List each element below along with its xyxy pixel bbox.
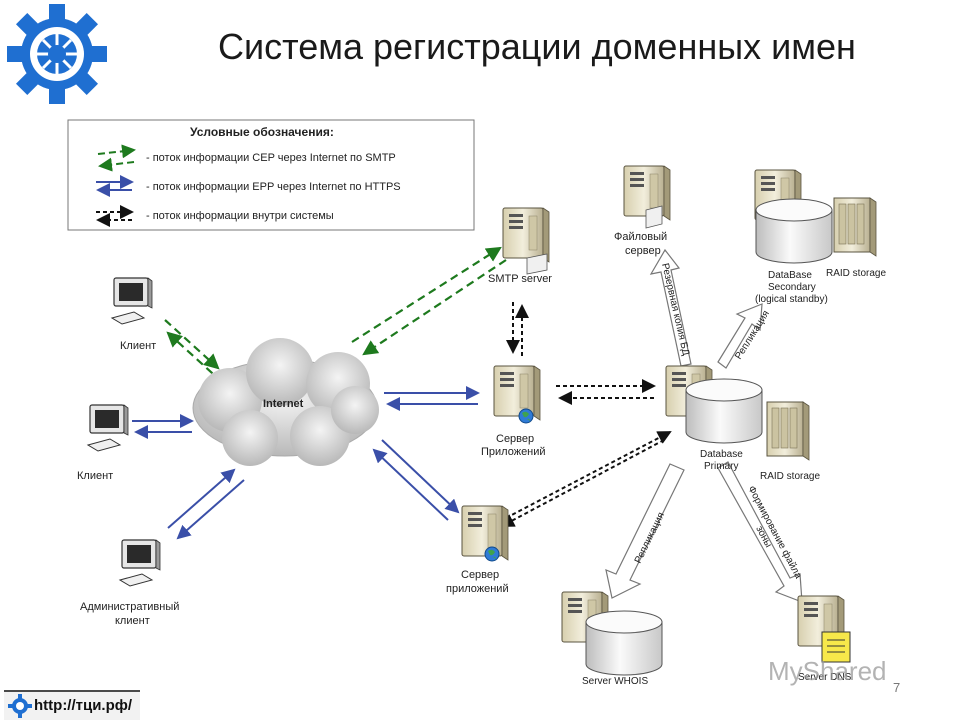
client-1-label: Клиент (120, 340, 156, 352)
admin-client-label-2: клиент (115, 615, 150, 627)
server-icon (493, 365, 541, 421)
db-secondary-label-1: DataBase (768, 270, 812, 281)
footer-url-bar: http://тци.рф/ (4, 690, 140, 720)
app-server-2-label-2: приложений (446, 583, 509, 595)
file-server (623, 165, 671, 229)
admin-client (119, 539, 161, 587)
app-server-1-label-1: Сервер (496, 433, 534, 445)
smtp-flows (164, 246, 507, 383)
watermark: MyShared (768, 656, 887, 686)
database-icon (755, 198, 833, 264)
globe-icon (518, 408, 534, 424)
footer-url-link[interactable]: http://тци.рф/ (34, 697, 133, 714)
computer-icon (119, 539, 161, 587)
https-flows (132, 386, 480, 540)
gear-logo-icon (7, 4, 107, 104)
computer-icon (87, 404, 129, 452)
zone-file-icon (821, 631, 851, 663)
internet-label: Internet (263, 398, 304, 410)
client-2 (87, 404, 129, 452)
hollow-arrows (605, 248, 803, 603)
smtp-server-label: SMTP server (488, 273, 552, 285)
legend: Условные обозначения: - поток информации… (67, 119, 475, 231)
backup-arrow-label: Резервная копия БД (659, 262, 691, 357)
client-1 (111, 277, 153, 325)
db-primary-label-1: Database (700, 449, 743, 460)
legend-item-smtp: - поток информации CEP через Internet по… (146, 152, 396, 164)
app-server-1 (493, 365, 541, 424)
computer-icon (111, 277, 153, 325)
db-primary (665, 365, 810, 461)
app-server-2-label-1: Сервер (461, 569, 499, 581)
raid-storage-1-label: RAID storage (826, 268, 886, 279)
page-number: 7 (893, 680, 901, 695)
app-server-1-label-2: Приложений (481, 446, 546, 458)
legend-item-internal: - поток информации внутри системы (146, 210, 334, 222)
whois-server-label: Server WHOIS (582, 676, 648, 687)
file-server-label-1: Файловый (614, 231, 667, 243)
raid-storage-icon (766, 401, 810, 461)
raid-storage-2-label: RAID storage (760, 471, 820, 482)
internal-flows (500, 302, 672, 527)
internet-cloud: Internet (192, 338, 379, 466)
file-server-label-2: сервер (625, 245, 661, 257)
db-secondary (754, 169, 877, 264)
slide-title: Система регистрации доменных имен (218, 26, 856, 67)
db-secondary-label-3: (logical standby) (755, 294, 828, 305)
dns-server (797, 595, 851, 663)
gear-icon (8, 694, 32, 718)
smtp-server (502, 207, 550, 275)
whois-server (561, 591, 663, 676)
dns-server-label: Server DNS (798, 672, 852, 683)
database-icon (685, 378, 763, 444)
globe-icon (484, 546, 500, 562)
database-icon (585, 610, 663, 676)
db-primary-label-2: Primary (704, 461, 738, 472)
server-icon (502, 207, 550, 263)
client-2-label: Клиент (77, 470, 113, 482)
legend-title: Условные обозначения: (190, 125, 334, 139)
app-server-2 (461, 505, 509, 562)
raid-storage-icon (833, 197, 877, 257)
legend-item-https: - поток информации EPP через Internet по… (146, 181, 401, 193)
admin-client-label-1: Административный (80, 601, 179, 613)
db-secondary-label-2: Secondary (768, 282, 816, 293)
